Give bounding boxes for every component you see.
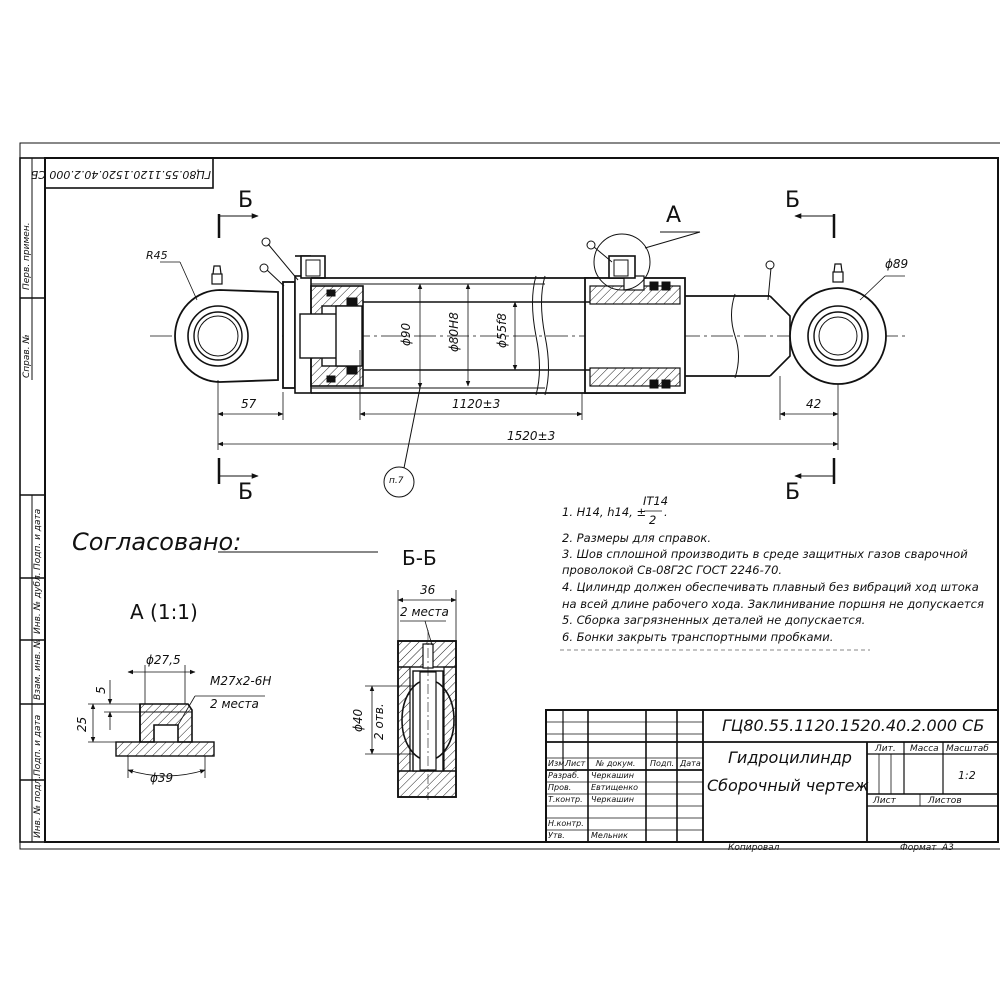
title-name-2: Сборочный чертеж bbox=[707, 776, 869, 795]
sheet-frame bbox=[19, 142, 1000, 850]
note-1-numerator: IT14 bbox=[643, 494, 669, 508]
callout-a bbox=[259, 231, 775, 498]
section-bb-title: Б-Б bbox=[402, 546, 437, 570]
lit-label: Лит. bbox=[875, 744, 896, 754]
row-tkontr: Т.контр. bbox=[548, 795, 583, 804]
scale-value: 1:2 bbox=[958, 769, 976, 782]
dim-1520: 1520±3 bbox=[507, 429, 556, 443]
view-a-detail bbox=[88, 665, 265, 778]
dim-d89: ϕ89 bbox=[885, 257, 909, 271]
col-list: Лист bbox=[565, 759, 586, 768]
name-razrab: Черкашин bbox=[591, 771, 634, 780]
col-doc: № докум. bbox=[596, 759, 636, 768]
note-1: 1. Н14, h14, ± bbox=[562, 505, 647, 519]
col-data: Дата bbox=[680, 759, 701, 768]
agreed-label: Согласовано: bbox=[72, 528, 242, 556]
dim-d80h8: ϕ80Н8 bbox=[447, 312, 461, 352]
col-izm: Изм. bbox=[548, 759, 567, 768]
callout-letter-a: А bbox=[666, 203, 682, 228]
note-5: 5. Сборка загрязненных деталей не допуск… bbox=[562, 613, 866, 627]
view-a-h5: 5 bbox=[94, 686, 108, 694]
note-1-dot: . bbox=[664, 505, 668, 519]
dim-57: 57 bbox=[241, 397, 257, 411]
dim-1120: 1120±3 bbox=[452, 397, 501, 411]
note-6: 6. Бонки закрыть транспортными пробками. bbox=[562, 630, 834, 644]
section-bb-holes: 2 отв. bbox=[372, 703, 386, 740]
section-bb-view bbox=[365, 590, 457, 800]
position-7: п.7 bbox=[389, 476, 404, 486]
view-a-d27: ϕ27,5 bbox=[146, 653, 181, 667]
side-label-podp-2: Подп. и дата bbox=[33, 714, 43, 776]
title-name-1: Гидроцилиндр bbox=[728, 748, 852, 767]
dim-42: 42 bbox=[806, 397, 822, 411]
view-a-d39: ϕ39 bbox=[150, 771, 174, 785]
section-letter-b: Б bbox=[238, 480, 254, 505]
section-letter-b: Б bbox=[238, 188, 254, 213]
note-4b: на всей длине рабочего хода. Заклинивани… bbox=[562, 597, 984, 611]
section-letter-b: Б bbox=[785, 188, 801, 213]
row-razrab: Разраб. bbox=[548, 771, 580, 780]
cylinder-body bbox=[282, 255, 791, 396]
view-a-thread: M27x2-6H bbox=[210, 674, 272, 688]
row-prov: Пров. bbox=[548, 783, 572, 792]
dim-d55f8: ϕ55f8 bbox=[495, 312, 509, 348]
section-markers bbox=[217, 214, 836, 484]
massa-label: Масса bbox=[910, 744, 939, 754]
side-label-sprav: Справ. № bbox=[22, 334, 32, 378]
listov-label: Листов bbox=[928, 796, 962, 806]
note-3a: 3. Шов сплошной производить в среде защи… bbox=[562, 547, 968, 561]
note-4a: 4. Цилиндр должен обеспечивать плавный б… bbox=[562, 580, 979, 594]
section-bb-places: 2 места bbox=[400, 605, 449, 619]
title-block bbox=[545, 709, 999, 843]
left-eye bbox=[174, 265, 279, 383]
side-label-podp-1: Подп. и дата bbox=[33, 508, 43, 570]
section-bb-w36: 36 bbox=[420, 583, 436, 597]
list-label: Лист bbox=[873, 796, 896, 806]
format-value: А3 bbox=[942, 843, 954, 853]
side-label-perv: Перв. примен. bbox=[22, 222, 32, 290]
main-dimensions bbox=[160, 261, 905, 450]
name-prov: Евтищенко bbox=[591, 783, 639, 792]
col-podp: Подп. bbox=[650, 759, 675, 768]
note-2: 2. Размеры для справок. bbox=[562, 531, 711, 545]
title-code: ГЦ80.55.1120.1520.40.2.000 СБ bbox=[722, 716, 985, 735]
side-label-vzam: Взам. инв. № bbox=[33, 638, 43, 700]
view-a-h25: 25 bbox=[75, 716, 89, 732]
right-eye bbox=[789, 263, 887, 385]
view-a-places: 2 места bbox=[210, 697, 259, 711]
dim-d90: ϕ90 bbox=[399, 322, 413, 346]
dim-r45: R45 bbox=[146, 249, 168, 262]
section-bb-d40: ϕ40 bbox=[351, 708, 365, 732]
side-label-inv-podl: Инв. № подл. bbox=[33, 775, 43, 838]
section-letter-b: Б bbox=[785, 480, 801, 505]
row-utv: Утв. bbox=[548, 831, 565, 840]
note-1-denominator: 2 bbox=[649, 513, 657, 527]
view-a-title: А (1:1) bbox=[130, 600, 198, 624]
side-label-inv-dubl: Инв. № дубл. bbox=[33, 572, 43, 634]
row-nkontr: Н.контр. bbox=[548, 819, 584, 828]
masshtab-label: Масштаб bbox=[946, 744, 989, 754]
note-3b: проволокой Св-08Г2С ГОСТ 2246-70. bbox=[562, 563, 783, 577]
rotated-code: ГЦ80.55.1120.1520.40.2.000 СБ bbox=[30, 168, 211, 181]
format-label: Формат bbox=[900, 843, 937, 853]
kopiroval-label: Копировал bbox=[728, 843, 780, 853]
name-utv: Мельник bbox=[591, 831, 628, 840]
name-tkontr: Черкашин bbox=[591, 795, 634, 804]
